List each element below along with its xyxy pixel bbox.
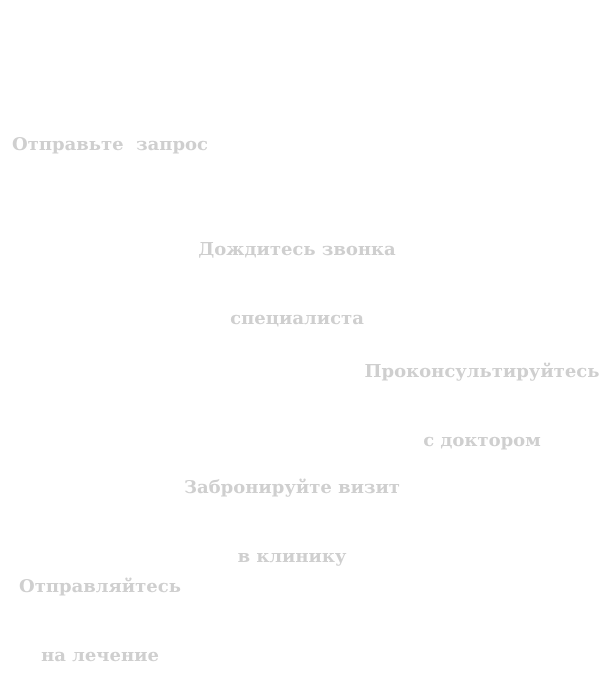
step-label: специалиста — [230, 308, 364, 329]
step-label: в клинику — [237, 546, 347, 567]
step-label: Проконсультируйтесь — [364, 361, 600, 382]
step-go-treatment: Отправляйтесь на лечение — [10, 529, 190, 690]
step-send-request: Отправьте запрос — [12, 87, 208, 179]
step-label: Отправьте запрос — [12, 134, 208, 155]
step-consult-doctor: Проконсультируйтесь с доктором — [362, 314, 600, 475]
step-label: с доктором — [423, 430, 541, 451]
step-label: Забронируйте визит — [184, 477, 400, 498]
step-label: на лечение — [41, 645, 159, 666]
step-wait-call: Дождитесь звонка специалиста — [197, 192, 397, 353]
step-book-visit: Забронируйте визит в клинику — [182, 430, 402, 591]
step-label: Дождитесь звонка — [198, 239, 396, 260]
step-label: Отправляйтесь — [19, 576, 181, 597]
